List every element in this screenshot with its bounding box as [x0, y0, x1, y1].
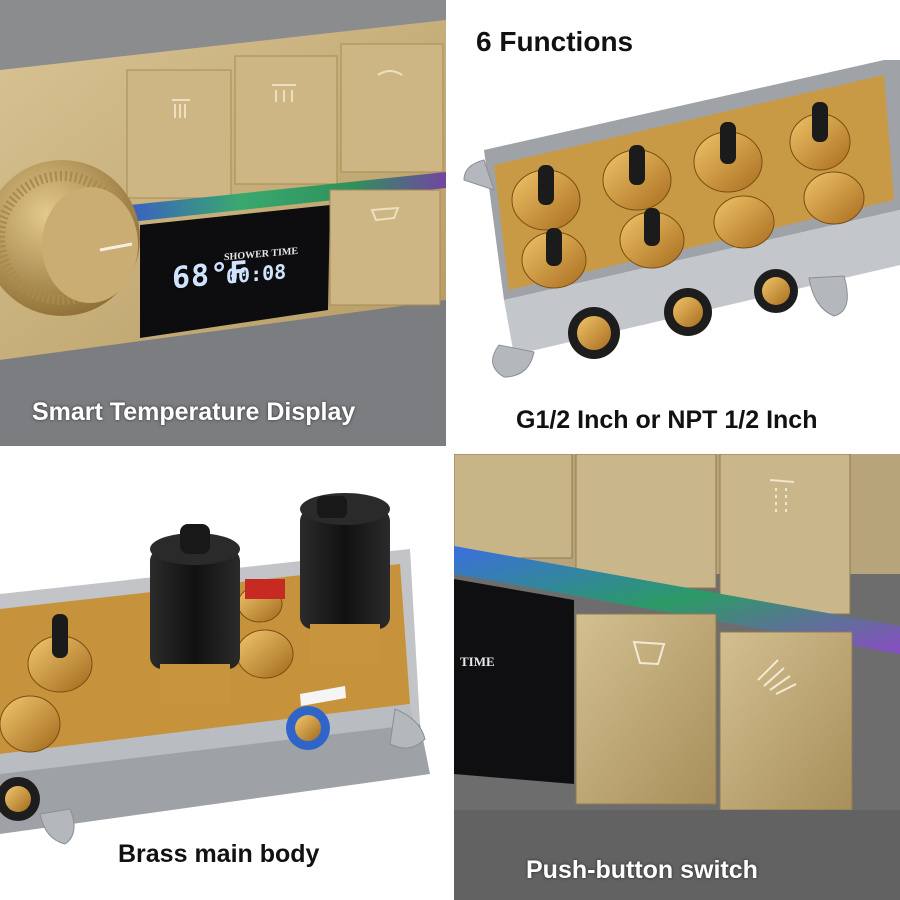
valve-box-illustration [463, 60, 900, 378]
shower-panel-closeup-illustration [0, 0, 446, 446]
six-functions-title: 6 Functions [476, 26, 634, 57]
panel-smart-display: 68°F SHOWER TIME 00:08 Smart Temperature… [0, 0, 446, 446]
lcd-display [140, 205, 330, 338]
function-buttons-upper [126, 43, 444, 199]
temperature-knob [0, 160, 140, 316]
lcd-display-partial [454, 579, 574, 784]
caption-thread-size: G1/2 Inch or NPT 1/2 Inch [516, 406, 818, 434]
caption-brass-main-body: Brass main body [118, 840, 320, 868]
caption-smart-temperature-display: Smart Temperature Display [32, 398, 356, 426]
panel-push-button: TIME Push-button switch [454, 454, 900, 900]
time-label: TIME [460, 654, 495, 669]
panel-six-functions: 6 Functions G1/2 Inch or NPT 1/2 Inch [454, 0, 900, 446]
push-button-closeup-illustration [454, 454, 900, 900]
black-control-knobs [150, 493, 390, 704]
panel-brass-body: Brass main body [0, 454, 446, 900]
caption-push-button-switch: Push-button switch [526, 856, 758, 884]
brass-body-illustration [0, 493, 430, 845]
